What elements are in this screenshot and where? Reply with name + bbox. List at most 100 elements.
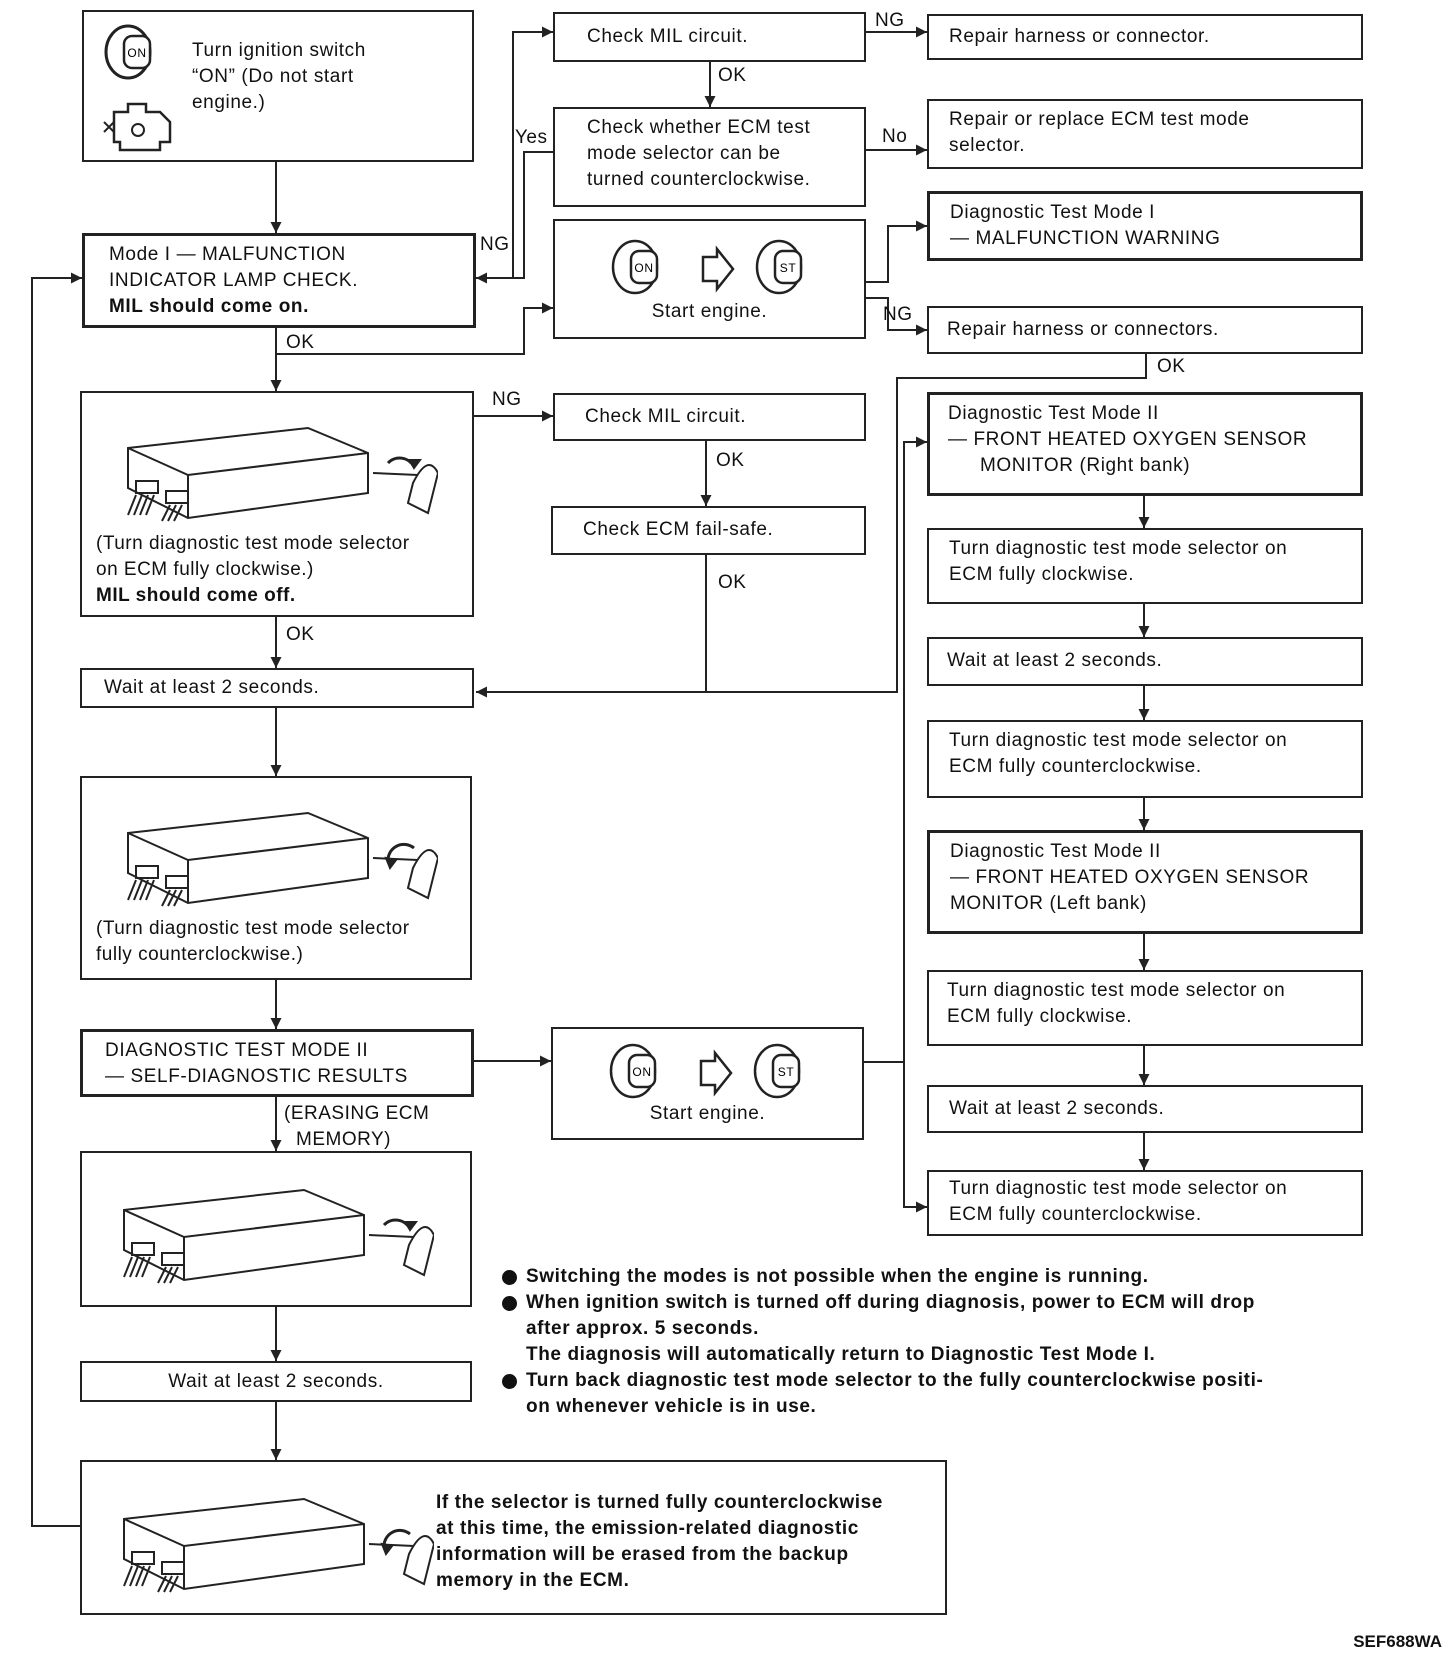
label-ok: OK: [286, 624, 315, 645]
key-st-label: ST: [778, 1065, 795, 1079]
check-selector-counterclockwise: Check whether ECM test mode selector can…: [553, 107, 866, 207]
repair-harness-connectors: Repair harness or connectors.: [927, 306, 1363, 354]
step-diagnostic-mode-2-results: DIAGNOSTIC TEST MODE II — SELF-DIAGNOSTI…: [80, 1029, 474, 1097]
box-line: ECM fully counterclockwise.: [949, 756, 1202, 777]
label-yes: Yes: [515, 127, 548, 148]
box-line: Wait at least 2 seconds.: [104, 677, 320, 698]
diagnostic-mode-1-warning: Diagnostic Test Mode I — MALFUNCTION WAR…: [927, 191, 1363, 261]
label-ng: NG: [492, 389, 522, 410]
box-line: Repair harness or connector.: [949, 26, 1210, 47]
ecm-selector-clockwise-icon: [123, 1188, 434, 1284]
caption: (Turn diagnostic test mode selector on E…: [96, 531, 464, 609]
check-ecm-fail-safe: Check ECM fail-safe.: [551, 506, 866, 555]
box-line: Start engine.: [651, 301, 768, 322]
label-no: No: [882, 126, 908, 147]
bullet-icon: [502, 1296, 517, 1311]
label-ok: OK: [716, 450, 745, 471]
label-ok: OK: [718, 572, 747, 593]
note-item: Switching the modes is not possible when…: [500, 1264, 1380, 1290]
box-line: turned counterclockwise.: [587, 169, 811, 190]
turn-selector-clockwise-right: Turn diagnostic test mode selector on EC…: [927, 528, 1363, 604]
label-ng: NG: [883, 304, 913, 325]
box-line: (Turn diagnostic test mode selector: [96, 533, 410, 554]
box-line: Check MIL circuit.: [587, 26, 749, 47]
key-start-icon: ON ST: [609, 1043, 801, 1099]
box-line: Repair or replace ECM test mode: [949, 109, 1250, 130]
box-line: Turn diagnostic test mode selector on: [949, 538, 1288, 559]
step-wait-2-seconds: Wait at least 2 seconds.: [80, 668, 474, 708]
box-line: — FRONT HEATED OXYGEN SENSOR: [950, 867, 1310, 888]
bullet-icon: [502, 1374, 517, 1389]
label-ok: OK: [1157, 356, 1186, 377]
box-line: Check whether ECM test: [587, 117, 811, 138]
note-item: When ignition switch is turned off durin…: [500, 1290, 1380, 1368]
key-on-label: ON: [127, 46, 146, 60]
step-erase-selector-clockwise: [80, 1151, 472, 1307]
diagnostic-mode-2-left-bank: Diagnostic Test Mode II — FRONT HEATED O…: [927, 830, 1363, 934]
repair-replace-selector: Repair or replace ECM test mode selector…: [927, 99, 1363, 169]
step-wait-2-seconds-final: Wait at least 2 seconds.: [80, 1361, 472, 1402]
note-line: on whenever vehicle is in use.: [526, 1396, 817, 1417]
box-line: fully counterclockwise.): [96, 944, 304, 965]
label-line: (ERASING ECM: [284, 1103, 430, 1124]
notes-list: Switching the modes is not possible when…: [500, 1264, 1380, 1420]
step-mode-1-mil-check: Mode I — MALFUNCTION INDICATOR LAMP CHEC…: [82, 233, 476, 328]
box-line: Repair harness or connectors.: [947, 319, 1219, 340]
start-engine-bottom: ON ST Start engine.: [551, 1027, 864, 1140]
ecm-selector-clockwise-icon: [127, 426, 438, 522]
note-line: Switching the modes is not possible when…: [526, 1266, 1149, 1287]
step-turn-selector-clockwise: (Turn diagnostic test mode selector on E…: [80, 391, 474, 617]
box-line: Diagnostic Test Mode II: [948, 403, 1159, 424]
box-line: — FRONT HEATED OXYGEN SENSOR: [948, 429, 1308, 450]
key-start-icon: ON ST: [611, 239, 803, 295]
key-on-label: ON: [632, 1065, 651, 1079]
box-line: INDICATOR LAMP CHECK.: [109, 270, 359, 291]
box-line: Turn ignition switch: [192, 40, 366, 61]
box-line: If the selector is turned fully counterc…: [436, 1492, 883, 1513]
caption: (Turn diagnostic test mode selector full…: [96, 916, 462, 968]
note-line: The diagnosis will automatically return …: [526, 1344, 1156, 1365]
repair-harness-connector: Repair harness or connector.: [927, 14, 1363, 60]
ecm-selector-counterclockwise-icon: [127, 811, 438, 907]
box-line: mode selector can be: [587, 143, 781, 164]
key-st-label: ST: [780, 261, 797, 275]
box-line: Turn diagnostic test mode selector on: [949, 1178, 1288, 1199]
label-ng: NG: [480, 234, 510, 255]
label-ok: OK: [286, 332, 315, 353]
step-erase-warning: If the selector is turned fully counterc…: [80, 1460, 947, 1615]
box-line: “ON” (Do not start: [192, 66, 354, 87]
box-line: engine.): [192, 92, 266, 113]
note-line: Turn back diagnostic test mode selector …: [526, 1370, 1264, 1391]
note-line: after approx. 5 seconds.: [526, 1318, 759, 1339]
step-turn-ignition-on: Turn ignition switch “ON” (Do not start …: [82, 10, 474, 162]
box-line: MIL should come off.: [96, 585, 296, 606]
turn-selector-clockwise-right-2: Turn diagnostic test mode selector on EC…: [927, 970, 1363, 1046]
box-line: MONITOR (Right bank): [980, 455, 1191, 476]
box-line: information will be erased from the back…: [436, 1544, 849, 1565]
step-turn-selector-counterclockwise: (Turn diagnostic test mode selector full…: [80, 776, 472, 980]
box-line: Wait at least 2 seconds.: [168, 1371, 384, 1392]
note-item: Turn back diagnostic test mode selector …: [500, 1368, 1380, 1420]
ecm-selector-counterclockwise-icon: [123, 1497, 434, 1593]
box-line: selector.: [949, 135, 1026, 156]
box-line: Diagnostic Test Mode I: [950, 202, 1156, 223]
box-line: Wait at least 2 seconds.: [949, 1098, 1165, 1119]
bullet-icon: [502, 1270, 517, 1285]
wait-2-seconds-right-2: Wait at least 2 seconds.: [927, 1085, 1363, 1133]
start-engine-top: ON ST Start engine.: [553, 219, 866, 339]
turn-selector-counterclockwise-right-2: Turn diagnostic test mode selector on EC…: [927, 1170, 1363, 1236]
box-line: Turn diagnostic test mode selector on: [947, 980, 1286, 1001]
engine-icon: [103, 102, 172, 152]
figure-reference-code: SEF688WA: [1353, 1632, 1442, 1651]
box-line: MIL should come on.: [109, 296, 309, 317]
key-on-label: ON: [634, 261, 653, 275]
box-line: Wait at least 2 seconds.: [947, 650, 1163, 671]
box-line: ECM fully clockwise.: [947, 1006, 1133, 1027]
turn-selector-counterclockwise-right: Turn diagnostic test mode selector on EC…: [927, 720, 1363, 798]
label-line: MEMORY): [296, 1129, 391, 1150]
box-line: (Turn diagnostic test mode selector: [96, 918, 410, 939]
ignition-key-on-icon: ON: [104, 24, 152, 80]
box-line: Mode I — MALFUNCTION: [109, 244, 346, 265]
arrow-right-icon: [699, 1049, 733, 1097]
check-mil-circuit-middle: Check MIL circuit.: [553, 393, 866, 441]
